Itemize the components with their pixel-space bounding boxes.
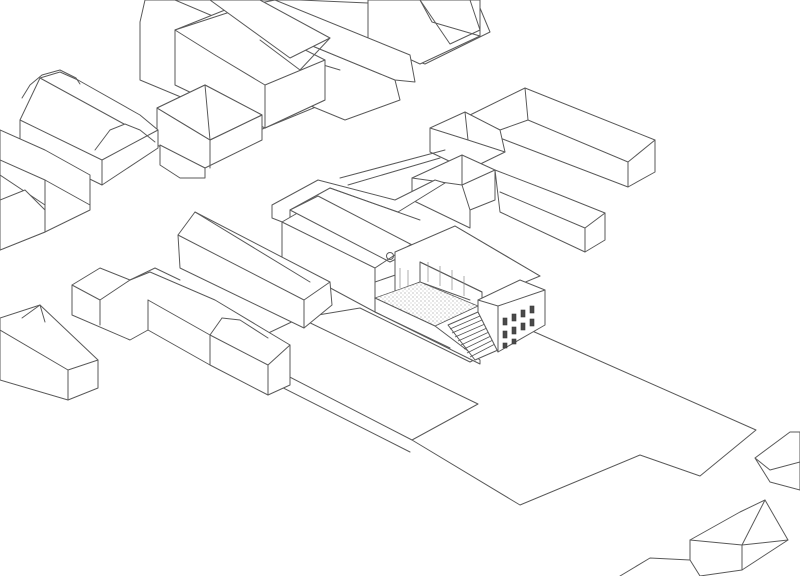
- building-top-row-1: [144, 0, 491, 65]
- building-bottom-right: [619, 499, 789, 576]
- building-long-gable-center: [177, 211, 333, 329]
- project-courtyard-glazing: [399, 262, 465, 296]
- building-right-edge: [754, 431, 800, 491]
- building-lower-left: [0, 304, 99, 401]
- building-left-edge-row: [0, 129, 91, 251]
- project-terrace-wall: [374, 297, 481, 365]
- building-l-shaped-right: [411, 111, 606, 253]
- building-small-pyramid-roof: [156, 84, 263, 179]
- project-front-block: [477, 279, 546, 353]
- building-row-center-left: [71, 267, 291, 396]
